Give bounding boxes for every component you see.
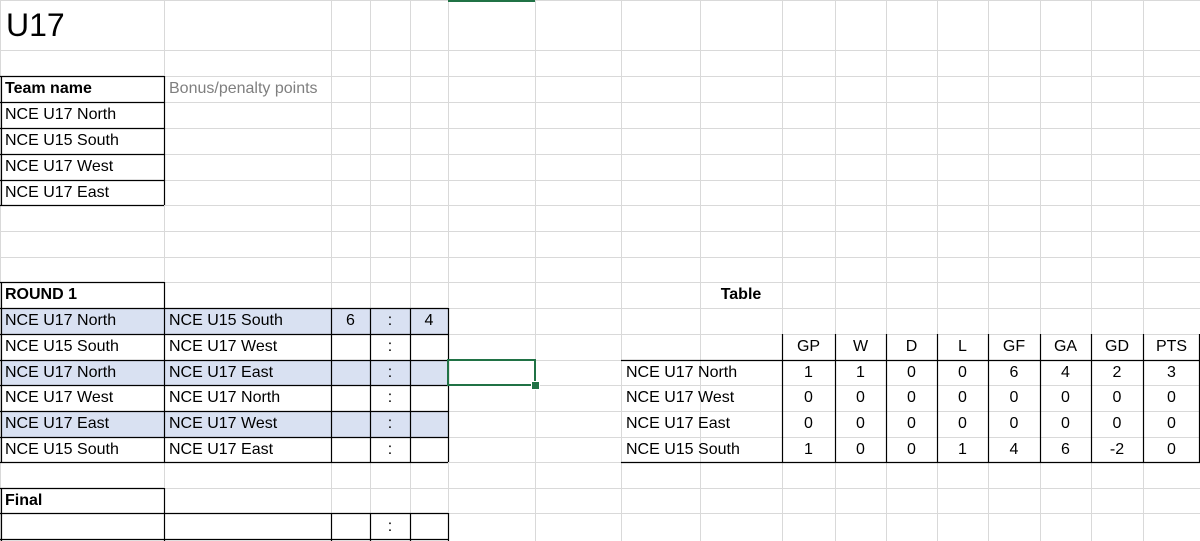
match-away-score[interactable]: [410, 385, 448, 411]
standings-stat-gd[interactable]: 0: [1112, 389, 1122, 406]
standings-stat-pts[interactable]: 0: [1167, 389, 1176, 406]
standings-header-ga[interactable]: GA: [1053, 338, 1078, 355]
standings-header-pts[interactable]: PTS: [1155, 338, 1188, 355]
standings-stat-w[interactable]: 0: [856, 389, 865, 406]
score-separator[interactable]: :: [387, 389, 393, 406]
match-home-score[interactable]: [331, 385, 370, 411]
team-name-cell[interactable]: NCE U17 East: [5, 183, 110, 201]
match-row-highlight: [0, 360, 448, 385]
match-home-team[interactable]: NCE U17 West: [5, 389, 114, 406]
match-home-score[interactable]: [331, 437, 370, 462]
active-cell-selection[interactable]: [447, 359, 536, 386]
standings-stat-d[interactable]: 0: [907, 363, 916, 381]
final-home-team[interactable]: [0, 513, 164, 541]
match-away-team[interactable]: NCE U17 North: [169, 389, 281, 406]
final-home-score[interactable]: [331, 513, 370, 541]
standings-stat-w[interactable]: 1: [856, 363, 865, 381]
match-away-score[interactable]: 4: [424, 312, 434, 329]
standings-header-gp[interactable]: GP: [796, 338, 821, 355]
standings-stat-ga[interactable]: 6: [1061, 440, 1070, 458]
standings-team[interactable]: NCE U17 East: [626, 415, 731, 432]
standings-stat-gp[interactable]: 1: [804, 363, 813, 381]
standings-stat-l[interactable]: 0: [958, 389, 967, 406]
standings-stat-pts[interactable]: 3: [1167, 363, 1176, 381]
fill-handle[interactable]: [531, 381, 540, 390]
standings-stat-gf[interactable]: 6: [1009, 363, 1019, 381]
standings-stat-gd[interactable]: 2: [1112, 363, 1122, 381]
standings-stat-gd[interactable]: -2: [1109, 440, 1125, 458]
standings-title[interactable]: Table: [720, 286, 762, 303]
match-away-score[interactable]: [410, 437, 448, 462]
standings-stat-ga[interactable]: 0: [1061, 415, 1070, 432]
match-away-team[interactable]: NCE U17 East: [169, 440, 274, 458]
match-home-team[interactable]: NCE U15 South: [5, 440, 119, 458]
standings-stat-gp[interactable]: 1: [804, 440, 813, 458]
standings-stat-d[interactable]: 0: [907, 389, 916, 406]
selected-column-indicator: [448, 0, 535, 2]
match-away-team[interactable]: NCE U17 West: [169, 338, 278, 355]
score-separator[interactable]: :: [387, 338, 393, 355]
standings-header-gd[interactable]: GD: [1105, 338, 1129, 355]
match-home-score[interactable]: [331, 334, 370, 360]
standings-team[interactable]: NCE U17 West: [626, 389, 735, 406]
match-away-score[interactable]: [410, 411, 448, 437]
match-home-team[interactable]: NCE U17 East: [5, 415, 110, 432]
match-home-team[interactable]: NCE U17 North: [5, 363, 117, 381]
match-away-score[interactable]: [410, 360, 448, 385]
final-away-team[interactable]: [164, 513, 331, 541]
standings-header-l[interactable]: L: [958, 338, 967, 355]
standings-stat-ga[interactable]: 4: [1061, 363, 1070, 381]
match-away-team[interactable]: NCE U17 East: [169, 363, 274, 381]
team-name-cell[interactable]: NCE U15 South: [5, 132, 119, 149]
standings-stat-l[interactable]: 0: [958, 415, 967, 432]
match-row-highlight: [0, 308, 448, 334]
score-separator[interactable]: :: [387, 518, 393, 535]
standings-header-gf[interactable]: GF: [1002, 338, 1026, 355]
standings-stat-gp[interactable]: 0: [804, 389, 813, 406]
match-home-team[interactable]: NCE U15 South: [5, 338, 119, 355]
standings-stat-l[interactable]: 0: [958, 363, 967, 381]
standings-stat-w[interactable]: 0: [856, 415, 865, 432]
match-home-score[interactable]: [331, 360, 370, 385]
match-home-score[interactable]: 6: [346, 312, 355, 329]
standings-team[interactable]: NCE U15 South: [626, 440, 740, 458]
score-separator[interactable]: :: [387, 363, 393, 381]
standings-stat-gf[interactable]: 0: [1009, 389, 1019, 406]
standings-stat-pts[interactable]: 0: [1167, 415, 1176, 432]
score-separator[interactable]: :: [387, 415, 393, 432]
sheet-title[interactable]: U17: [6, 7, 65, 43]
standings-stat-w[interactable]: 0: [856, 440, 865, 458]
match-home-score[interactable]: [331, 411, 370, 437]
standings-stat-ga[interactable]: 0: [1061, 389, 1070, 406]
standings-stat-gp[interactable]: 0: [804, 415, 813, 432]
match-away-team[interactable]: NCE U15 South: [169, 312, 283, 329]
standings-stat-d[interactable]: 0: [907, 415, 916, 432]
final-away-score[interactable]: [410, 513, 448, 541]
match-row-highlight: [0, 411, 448, 437]
bonus-penalty-header[interactable]: Bonus/penalty points: [169, 80, 318, 97]
standings-stat-d[interactable]: 0: [907, 440, 916, 458]
standings-stat-l[interactable]: 1: [958, 440, 967, 458]
standings-stat-pts[interactable]: 0: [1167, 440, 1176, 458]
final-label[interactable]: Final: [5, 491, 43, 509]
team-name-cell[interactable]: NCE U17 West: [5, 158, 114, 175]
match-home-team[interactable]: NCE U17 North: [5, 312, 117, 329]
round-label[interactable]: ROUND 1: [5, 286, 78, 303]
match-away-score[interactable]: [410, 334, 448, 360]
match-away-team[interactable]: NCE U17 West: [169, 415, 278, 432]
standings-header-d[interactable]: D: [905, 338, 918, 355]
standings-stat-gf[interactable]: 4: [1009, 440, 1019, 458]
standings-stat-gd[interactable]: 0: [1112, 415, 1122, 432]
score-separator[interactable]: :: [387, 312, 393, 329]
standings-team[interactable]: NCE U17 North: [626, 363, 738, 381]
standings-stat-gf[interactable]: 0: [1009, 415, 1019, 432]
team-name-cell[interactable]: NCE U17 North: [5, 106, 117, 123]
team-name-header[interactable]: Team name: [5, 80, 92, 97]
standings-header-w[interactable]: W: [852, 338, 869, 355]
score-separator[interactable]: :: [387, 440, 393, 458]
